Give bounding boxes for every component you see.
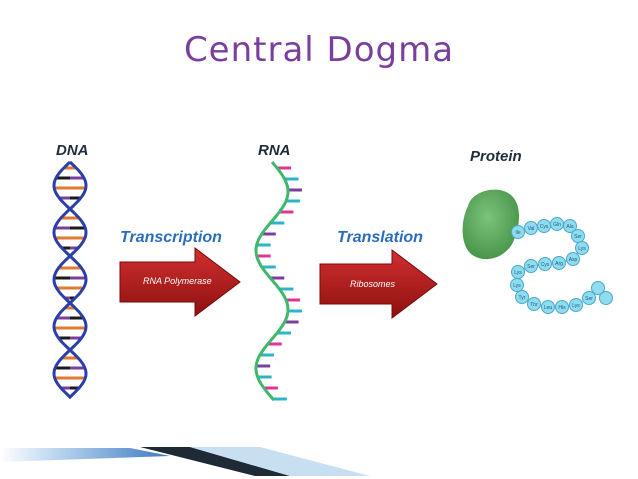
amino-acid-label: Ser <box>574 234 582 240</box>
amino-acid-bead <box>555 300 569 314</box>
rna-bases <box>256 166 302 401</box>
translation-arrow <box>319 248 438 320</box>
rna-polymerase-label: RNA Polymerase <box>143 276 212 286</box>
amino-acid-bead <box>538 257 552 271</box>
dna-helix <box>52 160 88 400</box>
protein-label: Protein <box>470 148 522 165</box>
amino-acid-bead <box>582 291 596 305</box>
amino-acid-label: Arg <box>555 261 563 267</box>
amino-acid-label: His <box>558 305 566 311</box>
dna-base-pairs <box>54 166 86 390</box>
amino-acid-label: Asp <box>569 257 578 263</box>
amino-acid-bead <box>510 278 524 292</box>
transcription-label: Transcription <box>120 229 222 246</box>
translation-label: Translation <box>337 229 423 246</box>
rna-label: RNA <box>258 142 291 159</box>
amino-acid-label: Lys <box>514 270 522 276</box>
amino-acid-bead <box>552 256 566 270</box>
amino-acid-bead <box>575 241 589 255</box>
amino-acid-label: Val <box>528 226 535 232</box>
amino-acid-label: Ser <box>527 264 535 270</box>
amino-acid-bead <box>527 297 541 311</box>
amino-acid-bead <box>524 259 538 273</box>
amino-acid-label: Ser <box>585 296 593 302</box>
rna-strand <box>254 161 302 401</box>
amino-acid-bead <box>511 225 525 239</box>
amino-acid-bead <box>541 300 555 314</box>
amino-acid-label: Gln <box>553 222 561 228</box>
amino-acid-label: Lys <box>513 283 521 289</box>
amino-acid-label: Cys <box>541 262 550 268</box>
amino-acid-label: Leu <box>544 305 553 311</box>
transcription-arrow <box>119 246 241 318</box>
slide-title: Central Dogma <box>183 30 455 70</box>
amino-acid-bead <box>566 252 580 266</box>
dna-strand-a <box>52 160 88 400</box>
amino-acid-label: Thr <box>530 302 538 308</box>
rna-backbone <box>254 161 290 401</box>
amino-acid-label: Lys <box>572 303 580 309</box>
protein-globule <box>462 189 519 260</box>
amino-acid-bead <box>591 281 605 295</box>
amino-acid-bead <box>569 298 583 312</box>
amino-acid-label: Lys <box>578 246 586 252</box>
amino-acid-label: Ile <box>515 230 521 236</box>
amino-acid-bead <box>563 219 577 233</box>
footer-band <box>0 447 370 476</box>
amino-acid-bead <box>515 290 529 304</box>
ribosomes-label: Ribosomes <box>350 279 396 289</box>
dna-label: DNA <box>56 142 89 159</box>
dna-strand-b <box>52 160 88 400</box>
amino-acid-label: Ala <box>566 224 573 230</box>
amino-acid-bead <box>599 291 613 305</box>
amino-acid-label: Tyr <box>519 295 526 301</box>
amino-acid-label: Cys <box>540 224 549 230</box>
